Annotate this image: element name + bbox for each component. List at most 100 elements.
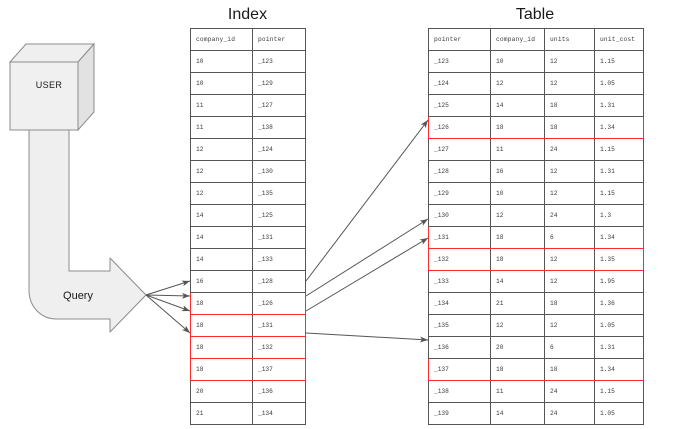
table-column-header: pointer: [428, 28, 491, 51]
table-cell-company_id: 18: [490, 226, 545, 249]
index-cell-pointer: _136: [252, 380, 306, 403]
table-column-header: company_id: [490, 28, 545, 51]
index-row: 14_125: [190, 204, 306, 227]
table-cell-units: 18: [544, 292, 595, 315]
table-cell-company_id: 12: [490, 204, 545, 227]
index-cell-pointer: _135: [252, 182, 306, 205]
table-cell-company_id: 11: [490, 138, 545, 161]
index-cell-company_id: 14: [190, 248, 253, 271]
table-cell-pointer: _128: [428, 160, 491, 183]
table-title: Table: [515, 6, 555, 23]
table-cell-units: 6: [544, 336, 595, 359]
table-cell-unit_cost: 1.34: [594, 226, 644, 249]
index-cell-company_id: 14: [190, 226, 253, 249]
table-cell-units: 12: [544, 182, 595, 205]
table-cell-unit_cost: 1.15: [594, 182, 644, 205]
index-cell-company_id: 11: [190, 94, 253, 117]
table-cell-company_id: 16: [490, 160, 545, 183]
index-to-table-connectors: [305, 119, 429, 343]
table-cell-unit_cost: 1.15: [594, 50, 644, 73]
index-cell-pointer: _134: [252, 402, 306, 425]
index-cell-pointer: _138: [252, 116, 306, 139]
table-cell-pointer: _133: [428, 270, 491, 293]
table-cell-units: 12: [544, 270, 595, 293]
query-arrow-shape: [28, 129, 147, 333]
index-cell-pointer: _133: [252, 248, 306, 271]
table-cell-pointer: _125: [428, 94, 491, 117]
table-cell-company_id: 20: [490, 336, 545, 359]
index-cell-company_id: 18: [190, 358, 253, 381]
table-cell-units: 12: [544, 314, 595, 337]
table-cell-company_id: 18: [490, 116, 545, 139]
table-cell-pointer: _137: [428, 358, 491, 381]
table-cell-company_id: 18: [490, 358, 545, 381]
index-row: 18_137: [190, 358, 306, 381]
table-cell-units: 18: [544, 94, 595, 117]
index-cell-pointer: _129: [252, 72, 306, 95]
table-cell-unit_cost: 1.31: [594, 336, 644, 359]
table-cell-company_id: 10: [490, 182, 545, 205]
table-cell-unit_cost: 1.31: [594, 160, 644, 183]
index-row: 10_129: [190, 72, 306, 95]
table-cell-unit_cost: 1.36: [594, 292, 644, 315]
table-cell-company_id: 10: [490, 50, 545, 73]
table-cell-pointer: _139: [428, 402, 491, 425]
table-cell-company_id: 14: [490, 94, 545, 117]
table-cell-units: 12: [544, 72, 595, 95]
table-cell-pointer: _136: [428, 336, 491, 359]
table-cell-unit_cost: 1.34: [594, 116, 644, 139]
index-title: Index: [227, 6, 268, 23]
table-cell-unit_cost: 1.15: [594, 380, 644, 403]
table-cell-units: 24: [544, 380, 595, 403]
table-cell-units: 24: [544, 138, 595, 161]
index-column-header: pointer: [252, 28, 306, 51]
index-cell-company_id: 21: [190, 402, 253, 425]
table-cell-unit_cost: 1.35: [594, 248, 644, 271]
table-cell-unit_cost: 1.34: [594, 358, 644, 381]
index-cell-pointer: _125: [252, 204, 306, 227]
index-row: 18_132: [190, 336, 306, 359]
table-cell-pointer: _123: [428, 50, 491, 73]
index-cell-company_id: 12: [190, 138, 253, 161]
table-cell-pointer: _124: [428, 72, 491, 95]
index-cell-company_id: 10: [190, 50, 253, 73]
table-cell-pointer: _129: [428, 182, 491, 205]
index-cell-pointer: _131: [252, 226, 306, 249]
index-cell-company_id: 18: [190, 336, 253, 359]
table-cell-company_id: 18: [490, 248, 545, 271]
table-cell-pointer: _131: [428, 226, 491, 249]
table-cell-units: 24: [544, 204, 595, 227]
index-cell-pointer: _128: [252, 270, 306, 293]
index-cell-company_id: 10: [190, 72, 253, 95]
index-cell-company_id: 12: [190, 182, 253, 205]
index-cell-pointer: _124: [252, 138, 306, 161]
index-cell-pointer: _137: [252, 358, 306, 381]
table-cell-pointer: _126: [428, 116, 491, 139]
table-cell-company_id: 12: [490, 72, 545, 95]
table-cell-unit_cost: 1.15: [594, 138, 644, 161]
user-cube-icon: [8, 42, 96, 132]
table-cell-company_id: 14: [490, 402, 545, 425]
table-cell-pointer: _130: [428, 204, 491, 227]
index-cell-company_id: 14: [190, 204, 253, 227]
index-cell-pointer: _130: [252, 160, 306, 183]
table-cell-units: 12: [544, 50, 595, 73]
index-row: 21_134: [190, 402, 306, 425]
